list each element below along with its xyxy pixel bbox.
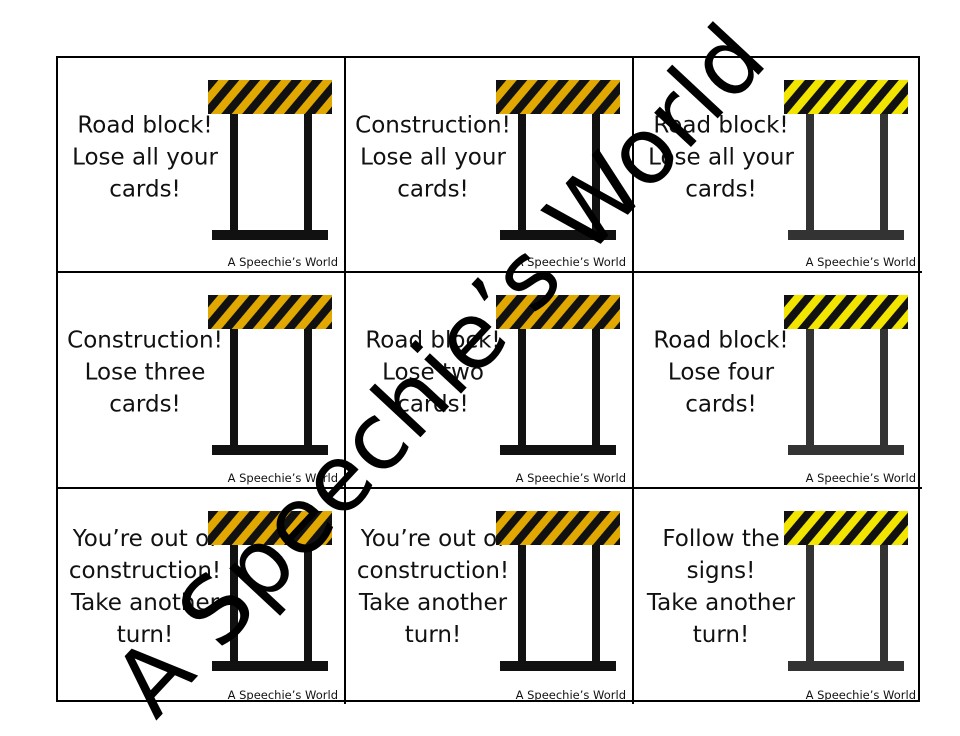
barrier-right-leg [304, 114, 312, 230]
barrier-right-leg [880, 329, 888, 445]
road-barrier-icon [496, 80, 620, 240]
game-card: You’re out of construction! Take another… [58, 489, 346, 704]
road-barrier-icon [784, 295, 908, 455]
road-barrier-icon [208, 80, 332, 240]
game-card: Follow the signs! Take another turn! A S… [634, 489, 922, 704]
barrier-stripe-panel [208, 295, 332, 329]
barrier-stripe-panel [496, 295, 620, 329]
barrier-right-leg [592, 545, 600, 661]
card-text: Road block! Lose all your cards! [72, 111, 218, 202]
barrier-base [212, 445, 328, 455]
barrier-stripe-panel [208, 80, 332, 114]
barrier-left-leg [806, 545, 814, 661]
barrier-left-leg [230, 545, 238, 661]
barrier-right-leg [592, 114, 600, 230]
barrier-stripe-panel [784, 80, 908, 114]
card-text: Construction! Lose all your cards! [355, 111, 511, 202]
barrier-base [212, 230, 328, 240]
barrier-stripe-panel [208, 511, 332, 545]
barrier-base [788, 445, 904, 455]
barrier-base [212, 661, 328, 671]
card-text: Construction! Lose three cards! [67, 327, 223, 418]
barrier-stripe-panel [496, 80, 620, 114]
game-card: Road block! Lose all your cards! A Speec… [58, 58, 346, 273]
barrier-left-leg [230, 329, 238, 445]
barrier-left-leg [518, 329, 526, 445]
card-credit: A Speechie’s World [515, 688, 626, 702]
card-text: Follow the signs! Take another turn! [646, 525, 796, 648]
card-text: Road block! Lose all your cards! [648, 111, 794, 202]
barrier-left-leg [518, 545, 526, 661]
road-barrier-icon [208, 511, 332, 671]
card-credit: A Speechie’s World [227, 688, 338, 702]
card-credit: A Speechie’s World [805, 471, 916, 485]
game-card: You’re out of construction! Take another… [346, 489, 634, 704]
card-credit: A Speechie’s World [515, 255, 626, 269]
card-text: Road block! Lose four cards! [653, 327, 789, 418]
card-credit: A Speechie’s World [515, 471, 626, 485]
barrier-base [500, 445, 616, 455]
game-card: Road block! Lose all your cards! A Speec… [634, 58, 922, 273]
road-barrier-icon [784, 80, 908, 240]
barrier-base [500, 230, 616, 240]
road-barrier-icon [208, 295, 332, 455]
card-grid: Road block! Lose all your cards! A Speec… [56, 56, 922, 704]
road-barrier-icon [784, 511, 908, 671]
barrier-stripe-panel [784, 295, 908, 329]
game-card: Road block! Lose four cards! A Speechie’… [634, 273, 922, 489]
barrier-right-leg [592, 329, 600, 445]
card-text: Road block! Lose two cards! [365, 327, 501, 418]
game-card: Road block! Lose two cards! A Speechie’s… [346, 273, 634, 489]
barrier-base [788, 661, 904, 671]
barrier-stripe-panel [784, 511, 908, 545]
card-credit: A Speechie’s World [805, 255, 916, 269]
card-credit: A Speechie’s World [227, 255, 338, 269]
card-text: You’re out of construction! Take another… [68, 525, 222, 648]
barrier-base [788, 230, 904, 240]
road-barrier-icon [496, 511, 620, 671]
card-credit: A Speechie’s World [227, 471, 338, 485]
game-card: Construction! Lose all your cards! A Spe… [346, 58, 634, 273]
barrier-left-leg [806, 114, 814, 230]
road-barrier-icon [496, 295, 620, 455]
barrier-base [500, 661, 616, 671]
barrier-left-leg [230, 114, 238, 230]
game-card: Construction! Lose three cards! A Speech… [58, 273, 346, 489]
barrier-right-leg [304, 329, 312, 445]
card-text: You’re out of construction! Take another… [356, 525, 510, 648]
card-credit: A Speechie’s World [805, 688, 916, 702]
barrier-right-leg [304, 545, 312, 661]
barrier-stripe-panel [496, 511, 620, 545]
barrier-left-leg [806, 329, 814, 445]
barrier-right-leg [880, 114, 888, 230]
barrier-right-leg [880, 545, 888, 661]
barrier-left-leg [518, 114, 526, 230]
